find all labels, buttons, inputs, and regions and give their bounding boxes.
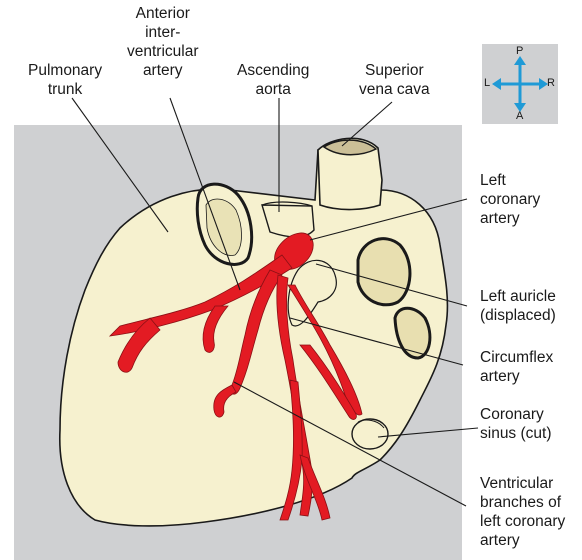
label-anterior-interventricular-artery: Anterior inter- ventricular artery <box>127 4 199 80</box>
label-ascending-aorta: Ascending aorta <box>237 61 309 99</box>
ascending-aorta <box>262 205 314 237</box>
label-ventricular-branches: Ventricular branches of left coronary ar… <box>480 474 565 550</box>
label-circumflex-artery: Circumflex artery <box>480 348 553 386</box>
orientation-right-letter: R <box>547 77 555 89</box>
coronary-sinus <box>352 419 388 449</box>
label-left-coronary-artery: Left coronary artery <box>480 171 540 228</box>
pulmonary-vein-upper <box>358 239 410 305</box>
label-superior-vena-cava: Superior vena cava <box>359 61 430 99</box>
label-coronary-sinus: Coronary sinus (cut) <box>480 405 552 443</box>
orientation-compass: P A L R <box>482 44 558 124</box>
label-left-auricle: Left auricle (displaced) <box>480 287 556 325</box>
orientation-bottom-letter: A <box>516 110 523 122</box>
orientation-left-letter: L <box>484 77 490 89</box>
orientation-top-letter: P <box>516 45 523 57</box>
label-pulmonary-trunk: Pulmonary trunk <box>28 61 102 99</box>
